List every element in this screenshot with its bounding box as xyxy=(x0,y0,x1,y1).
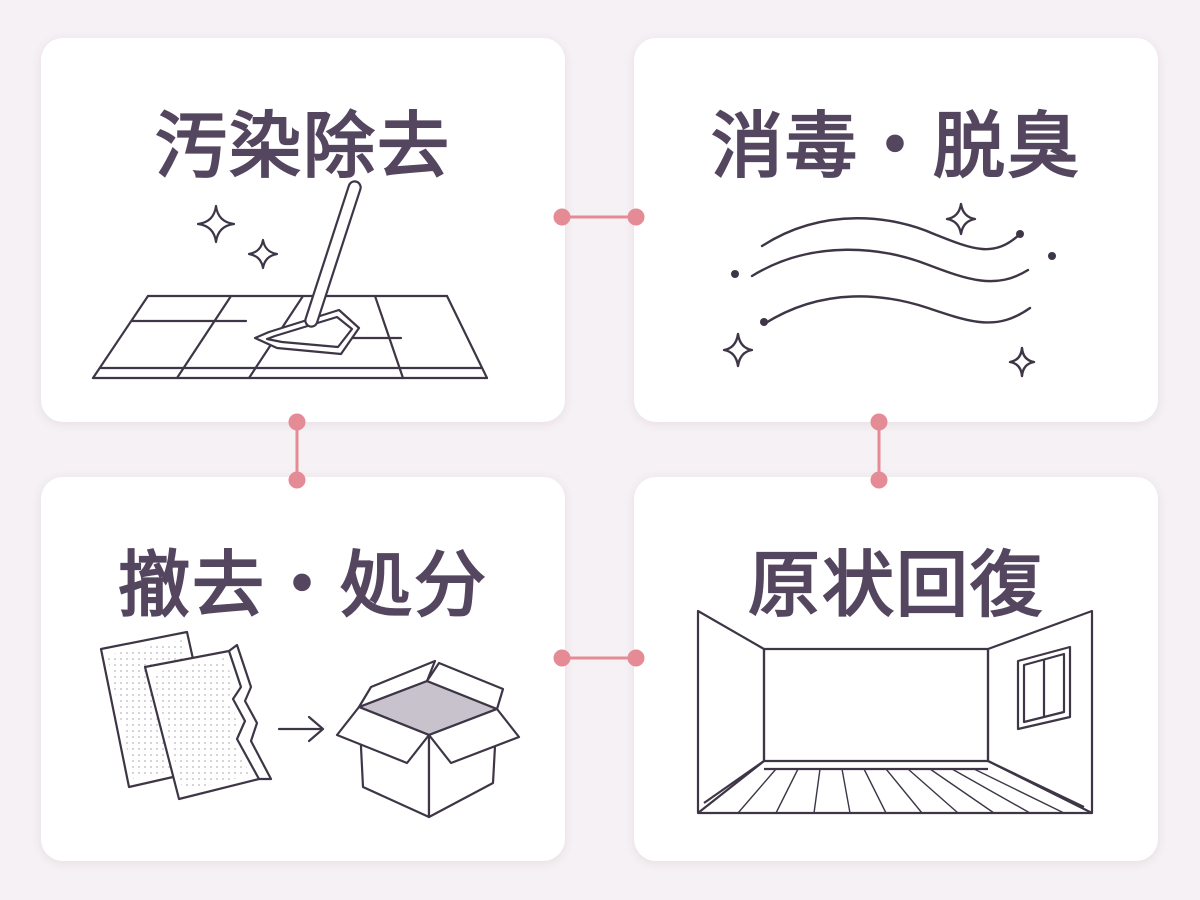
step-card-restoration: 原状回復 xyxy=(634,477,1158,861)
step-title: 原状回復 xyxy=(747,543,1044,627)
step-title: 消毒・脱臭 xyxy=(710,104,1081,188)
step-title: 撤去・処分 xyxy=(117,543,488,627)
step-card-disinfection: 消毒・脱臭 xyxy=(634,38,1158,422)
step-title: 汚染除去 xyxy=(154,104,451,188)
empty-room-icon xyxy=(696,609,1094,815)
airflow-deodorize-icon xyxy=(722,202,1056,378)
step-card-decontamination: 汚染除去 xyxy=(41,38,565,422)
step-card-removal: 撤去・処分 xyxy=(41,477,565,861)
remove-dispose-icon xyxy=(99,630,521,819)
mop-floor-icon xyxy=(91,180,489,380)
